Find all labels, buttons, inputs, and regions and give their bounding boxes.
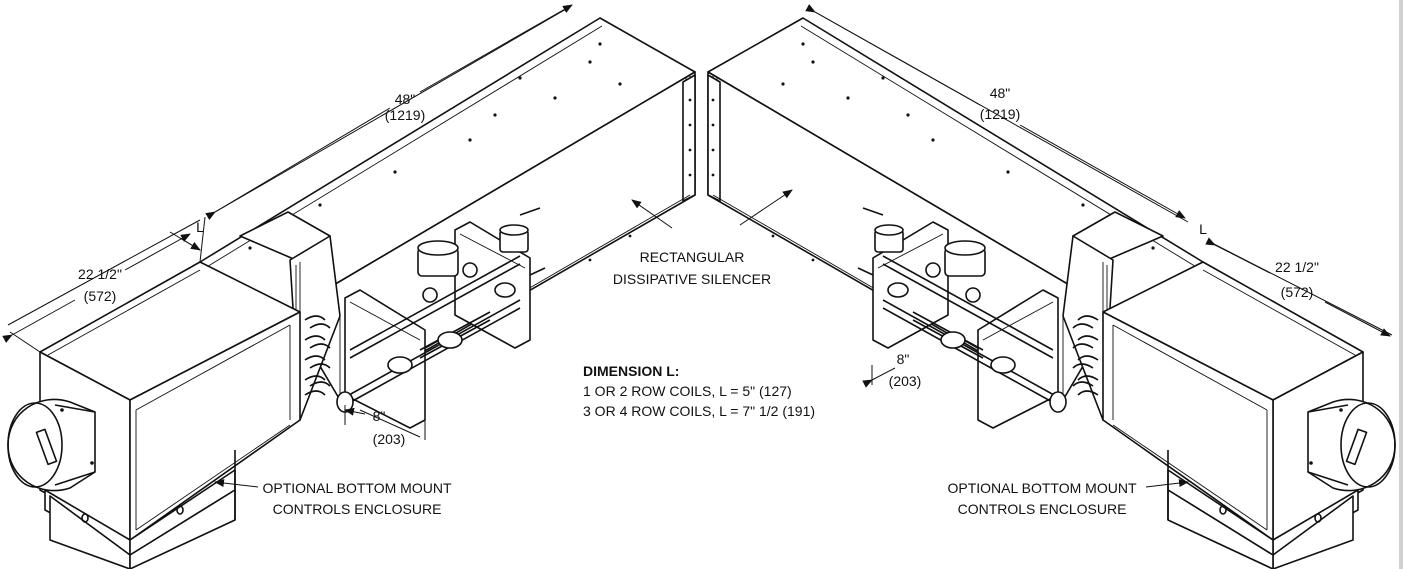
- right-enclosure-line2: CONTROLS ENCLOSURE: [958, 501, 1127, 517]
- left-width-mm-label: (572): [84, 288, 117, 304]
- left-eight-mm-label: (203): [373, 431, 406, 447]
- right-dimensions: [805, 4, 1393, 388]
- right-eight-label: 8": [897, 351, 910, 367]
- right-length-mm-label: (1219): [980, 106, 1020, 122]
- dimension-l-row2: 3 OR 4 ROW COILS, L = 7" 1/2 (191): [583, 403, 815, 419]
- text-labels: 48" (1219) 22 1/2" (572) L 8" (203) 48" …: [78, 85, 1319, 517]
- left-eight-label: 8": [373, 408, 386, 424]
- left-enclosure-line1: OPTIONAL BOTTOM MOUNT: [262, 480, 451, 496]
- enclosure-leaders: [214, 479, 1189, 488]
- left-length-mm-label: (1219): [385, 107, 425, 123]
- right-length-label: 48": [990, 85, 1011, 101]
- dimension-l-row1: 1 OR 2 ROW COILS, L = 5" (127): [583, 383, 792, 399]
- dimension-l-title: DIMENSION L:: [583, 363, 679, 379]
- right-enclosure-line1: OPTIONAL BOTTOM MOUNT: [947, 480, 1136, 496]
- left-enclosure-line2: CONTROLS ENCLOSURE: [273, 501, 442, 517]
- silencer-label-line2: DISSIPATIVE SILENCER: [613, 271, 771, 287]
- silencer-leaders: [631, 189, 793, 229]
- right-width-label: 22 1/2": [1275, 259, 1319, 275]
- left-width-label: 22 1/2": [78, 266, 122, 282]
- right-eight-mm-label: (203): [889, 373, 922, 389]
- left-length-label: 48": [395, 91, 416, 107]
- left-l-label: L: [196, 219, 204, 235]
- right-l-label: L: [1199, 221, 1207, 237]
- left-dimensions: [2, 4, 573, 440]
- page-edge: [1399, 0, 1403, 569]
- right-width-mm-label: (572): [1281, 284, 1314, 300]
- silencer-label-line1: RECTANGULAR: [640, 249, 745, 265]
